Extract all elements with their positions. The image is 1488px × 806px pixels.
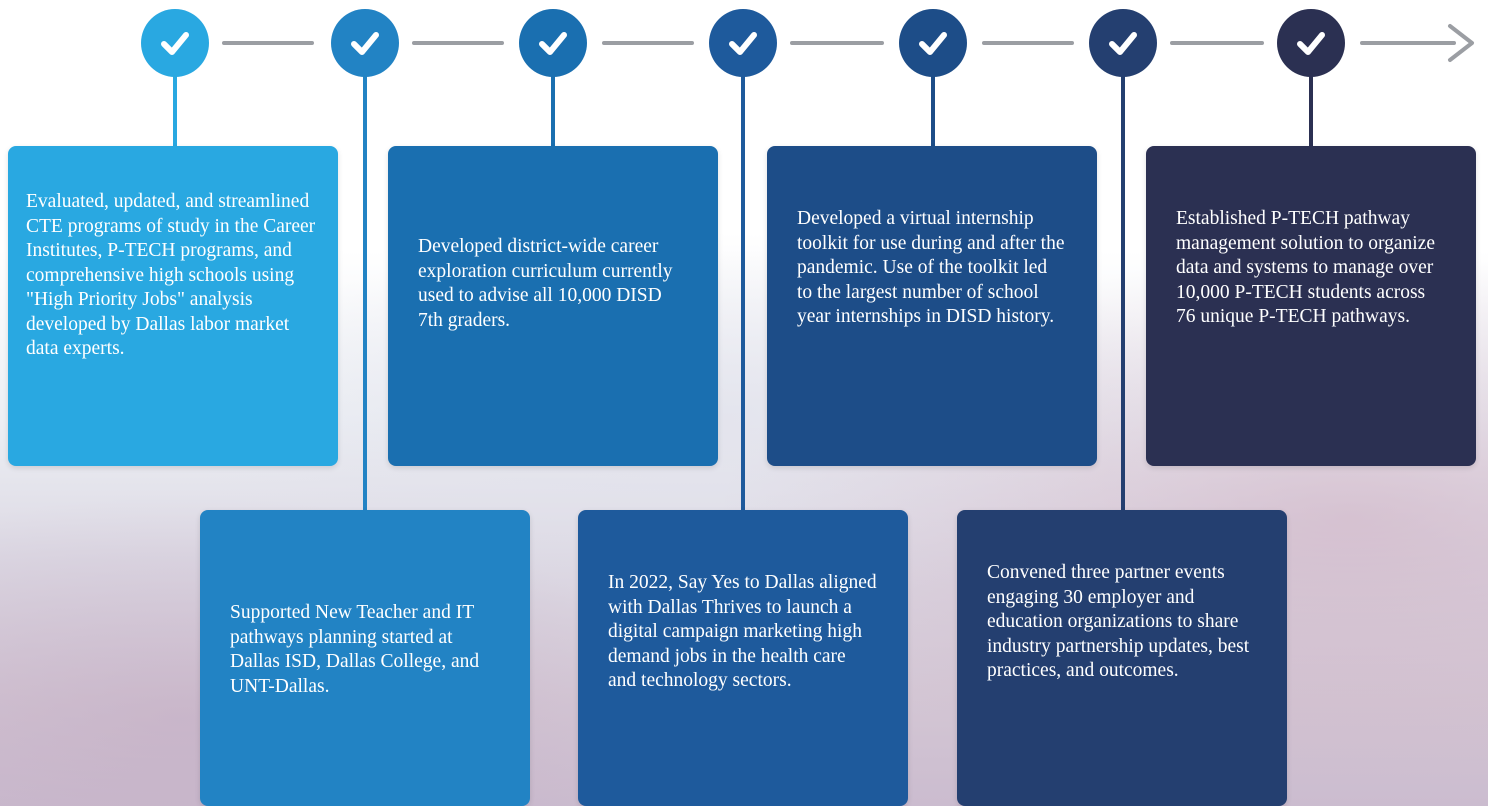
timeline-stem bbox=[363, 60, 367, 515]
milestone-check-4 bbox=[709, 9, 777, 77]
milestone-text: Developed a virtual internship toolkit f… bbox=[797, 208, 1065, 327]
milestone-card-4: In 2022, Say Yes to Dallas aligned with … bbox=[578, 510, 908, 806]
milestone-check-3 bbox=[519, 9, 587, 77]
milestone-check-6 bbox=[1089, 9, 1157, 77]
milestone-check-2 bbox=[331, 9, 399, 77]
milestone-text: Supported New Teacher and IT pathways pl… bbox=[230, 602, 480, 697]
check-icon bbox=[1297, 32, 1325, 55]
milestone-text: Developed district-wide career explorati… bbox=[418, 236, 673, 331]
arrow-right-icon bbox=[1448, 24, 1474, 62]
milestone-check-7 bbox=[1277, 9, 1345, 77]
timeline-connector bbox=[1170, 41, 1264, 45]
check-icon bbox=[539, 32, 567, 55]
milestone-check-5 bbox=[899, 9, 967, 77]
timeline-connector bbox=[222, 41, 314, 45]
milestone-text: Evaluated, updated, and streamlined CTE … bbox=[26, 191, 316, 359]
milestone-text: In 2022, Say Yes to Dallas aligned with … bbox=[608, 572, 877, 691]
milestone-text: Convened three partner events engaging 3… bbox=[987, 562, 1250, 681]
timeline-stem bbox=[173, 60, 177, 150]
milestone-card-1: Evaluated, updated, and streamlined CTE … bbox=[8, 146, 338, 466]
milestone-card-7: Established P-TECH pathway management so… bbox=[1146, 146, 1476, 466]
timeline-stem bbox=[551, 60, 555, 150]
check-icon bbox=[351, 32, 379, 55]
check-icon bbox=[1109, 32, 1137, 55]
timeline-stem bbox=[1121, 60, 1125, 515]
timeline-connector bbox=[790, 41, 884, 45]
timeline-connector bbox=[1360, 41, 1456, 45]
milestone-card-5: Developed a virtual internship toolkit f… bbox=[767, 146, 1097, 466]
check-icon bbox=[161, 32, 189, 55]
timeline-connector bbox=[602, 41, 694, 45]
milestone-card-3: Developed district-wide career explorati… bbox=[388, 146, 718, 466]
timeline-connector bbox=[982, 41, 1074, 45]
timeline-stem bbox=[931, 60, 935, 150]
check-icon bbox=[919, 32, 947, 55]
check-icon bbox=[729, 32, 757, 55]
milestone-card-6: Convened three partner events engaging 3… bbox=[957, 510, 1287, 806]
timeline-connector bbox=[412, 41, 504, 45]
milestone-card-2: Supported New Teacher and IT pathways pl… bbox=[200, 510, 530, 806]
timeline-stem bbox=[1309, 60, 1313, 150]
milestone-check-1 bbox=[141, 9, 209, 77]
timeline-stem bbox=[741, 60, 745, 515]
milestone-text: Established P-TECH pathway management so… bbox=[1176, 208, 1436, 327]
